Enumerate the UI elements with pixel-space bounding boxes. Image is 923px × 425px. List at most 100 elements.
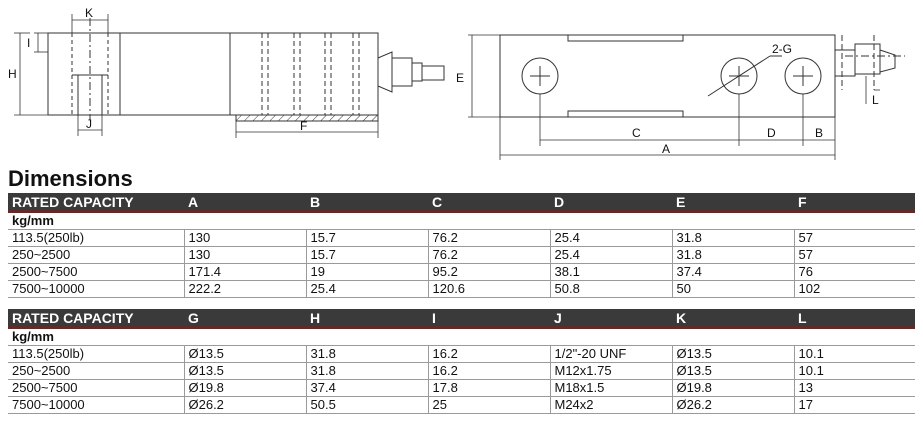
table-row: 7500~10000 Ø26.2 50.5 25 M24x2 Ø26.2 17 xyxy=(8,396,915,414)
table-row: 113.5(250lb) 130 15.7 76.2 25.4 31.8 57 xyxy=(8,229,915,247)
unit-row: kg/mm xyxy=(8,328,915,346)
top-dimensions xyxy=(468,34,880,160)
table-cell: 38.1 xyxy=(550,263,673,281)
header-l: L xyxy=(794,309,915,329)
header-i: I xyxy=(428,309,550,329)
table-cell: 171.4 xyxy=(184,263,307,281)
table-header-row: RATED CAPACITY G H I J K L xyxy=(8,309,915,329)
cable-gland xyxy=(377,51,393,93)
dim-label-a: A xyxy=(662,142,670,156)
table-cell: 2500~7500 xyxy=(8,263,185,281)
header-b: B xyxy=(306,193,428,213)
header-rated-capacity: RATED CAPACITY xyxy=(8,193,184,213)
table-cell: 15.7 xyxy=(306,246,429,264)
table-cell: 95.2 xyxy=(428,263,551,281)
table-cell: Ø19.8 xyxy=(184,379,307,397)
table-row: 2500~7500 171.4 19 95.2 38.1 37.4 76 xyxy=(8,263,915,281)
table-cell: 19 xyxy=(306,263,429,281)
dimensions-table-abcdef: RATED CAPACITY A B C D E F kg/mm 113.5(2… xyxy=(8,193,915,298)
unit-label: kg/mm xyxy=(8,212,915,230)
table-cell: 10.1 xyxy=(794,362,915,380)
table-cell: 57 xyxy=(794,246,915,264)
table-cell: 31.8 xyxy=(306,345,429,363)
table-cell: M12x1.75 xyxy=(550,362,673,380)
table-cell: 222.2 xyxy=(184,280,307,298)
table-cell: 2500~7500 xyxy=(8,379,185,397)
side-body-left xyxy=(47,32,121,116)
table-row: 7500~10000 222.2 25.4 120.6 50.8 50 102 xyxy=(8,280,915,298)
table-cell: M18x1.5 xyxy=(550,379,673,397)
dim-label-b: B xyxy=(815,126,823,140)
dim-label-h: H xyxy=(8,67,17,81)
side-body-right xyxy=(229,32,379,116)
table-cell: 120.6 xyxy=(428,280,551,298)
table-cell: Ø19.8 xyxy=(672,379,795,397)
table-row: 250~2500 130 15.7 76.2 25.4 31.8 57 xyxy=(8,246,915,264)
table-cell: 37.4 xyxy=(672,263,795,281)
table-cell: 31.8 xyxy=(306,362,429,380)
unit-row: kg/mm xyxy=(8,212,915,230)
dim-label-j: J xyxy=(86,117,92,131)
table-cell: 31.8 xyxy=(672,229,795,247)
table-cell: 25.4 xyxy=(550,246,673,264)
table-cell: Ø13.5 xyxy=(672,345,795,363)
dim-label-k: K xyxy=(85,6,93,20)
table-cell: 17 xyxy=(794,396,915,414)
table-row: 113.5(250lb) Ø13.5 31.8 16.2 1/2"-20 UNF… xyxy=(8,345,915,363)
table-cell: 50.8 xyxy=(550,280,673,298)
header-a: A xyxy=(184,193,306,213)
dim-label-f: F xyxy=(300,119,307,133)
table-cell: 250~2500 xyxy=(8,362,185,380)
section-title: Dimensions xyxy=(8,166,133,191)
table-cell: 76 xyxy=(794,263,915,281)
table-cell: 16.2 xyxy=(428,345,551,363)
table-cell: Ø26.2 xyxy=(184,396,307,414)
table-cell: 25 xyxy=(428,396,551,414)
table-cell: Ø13.5 xyxy=(184,362,307,380)
table-cell: 113.5(250lb) xyxy=(8,229,185,247)
table-cell: 113.5(250lb) xyxy=(8,345,185,363)
table-cell: M24x2 xyxy=(550,396,673,414)
dim-label-l: L xyxy=(872,93,879,107)
table-cell: 50 xyxy=(672,280,795,298)
table-cell: 25.4 xyxy=(306,280,429,298)
header-h: H xyxy=(306,309,428,329)
header-j: J xyxy=(550,309,672,329)
top-view xyxy=(499,34,905,118)
dimensions-table-ghijkl: RATED CAPACITY G H I J K L kg/mm 113.5(2… xyxy=(8,309,915,414)
table-cell: 7500~10000 xyxy=(8,396,185,414)
header-d: D xyxy=(550,193,672,213)
table-cell: 37.4 xyxy=(306,379,429,397)
dim-label-i: I xyxy=(27,36,30,50)
table-cell: 250~2500 xyxy=(8,246,185,264)
side-dimensions xyxy=(14,14,379,138)
table-cell: 50.5 xyxy=(306,396,429,414)
side-view xyxy=(47,18,445,122)
table-cell: Ø26.2 xyxy=(672,396,795,414)
table-cell: 102 xyxy=(794,280,915,298)
header-c: C xyxy=(428,193,550,213)
table-cell: 17.8 xyxy=(428,379,551,397)
dim-label-2g: 2-G xyxy=(772,42,792,56)
header-rated-capacity: RATED CAPACITY xyxy=(8,309,184,329)
table-cell: 130 xyxy=(184,246,307,264)
hatched-base xyxy=(235,114,379,122)
header-k: K xyxy=(672,309,794,329)
table-cell: 1/2"-20 UNF xyxy=(550,345,673,363)
header-f: F xyxy=(794,193,915,213)
table-cell: Ø13.5 xyxy=(184,345,307,363)
table-cell: 16.2 xyxy=(428,362,551,380)
table-cell: 10.1 xyxy=(794,345,915,363)
table-cell: 76.2 xyxy=(428,246,551,264)
table-cell: Ø13.5 xyxy=(672,362,795,380)
table-row: 2500~7500 Ø19.8 37.4 17.8 M18x1.5 Ø19.8 … xyxy=(8,379,915,397)
table-cell: 13 xyxy=(794,379,915,397)
header-g: G xyxy=(184,309,306,329)
dim-label-c: C xyxy=(632,126,641,140)
dim-label-d: D xyxy=(767,126,776,140)
load-cell-drawing: K I H J F xyxy=(8,6,905,160)
table-cell: 31.8 xyxy=(672,246,795,264)
table-cell: 15.7 xyxy=(306,229,429,247)
table-cell: 7500~10000 xyxy=(8,280,185,298)
header-e: E xyxy=(672,193,794,213)
